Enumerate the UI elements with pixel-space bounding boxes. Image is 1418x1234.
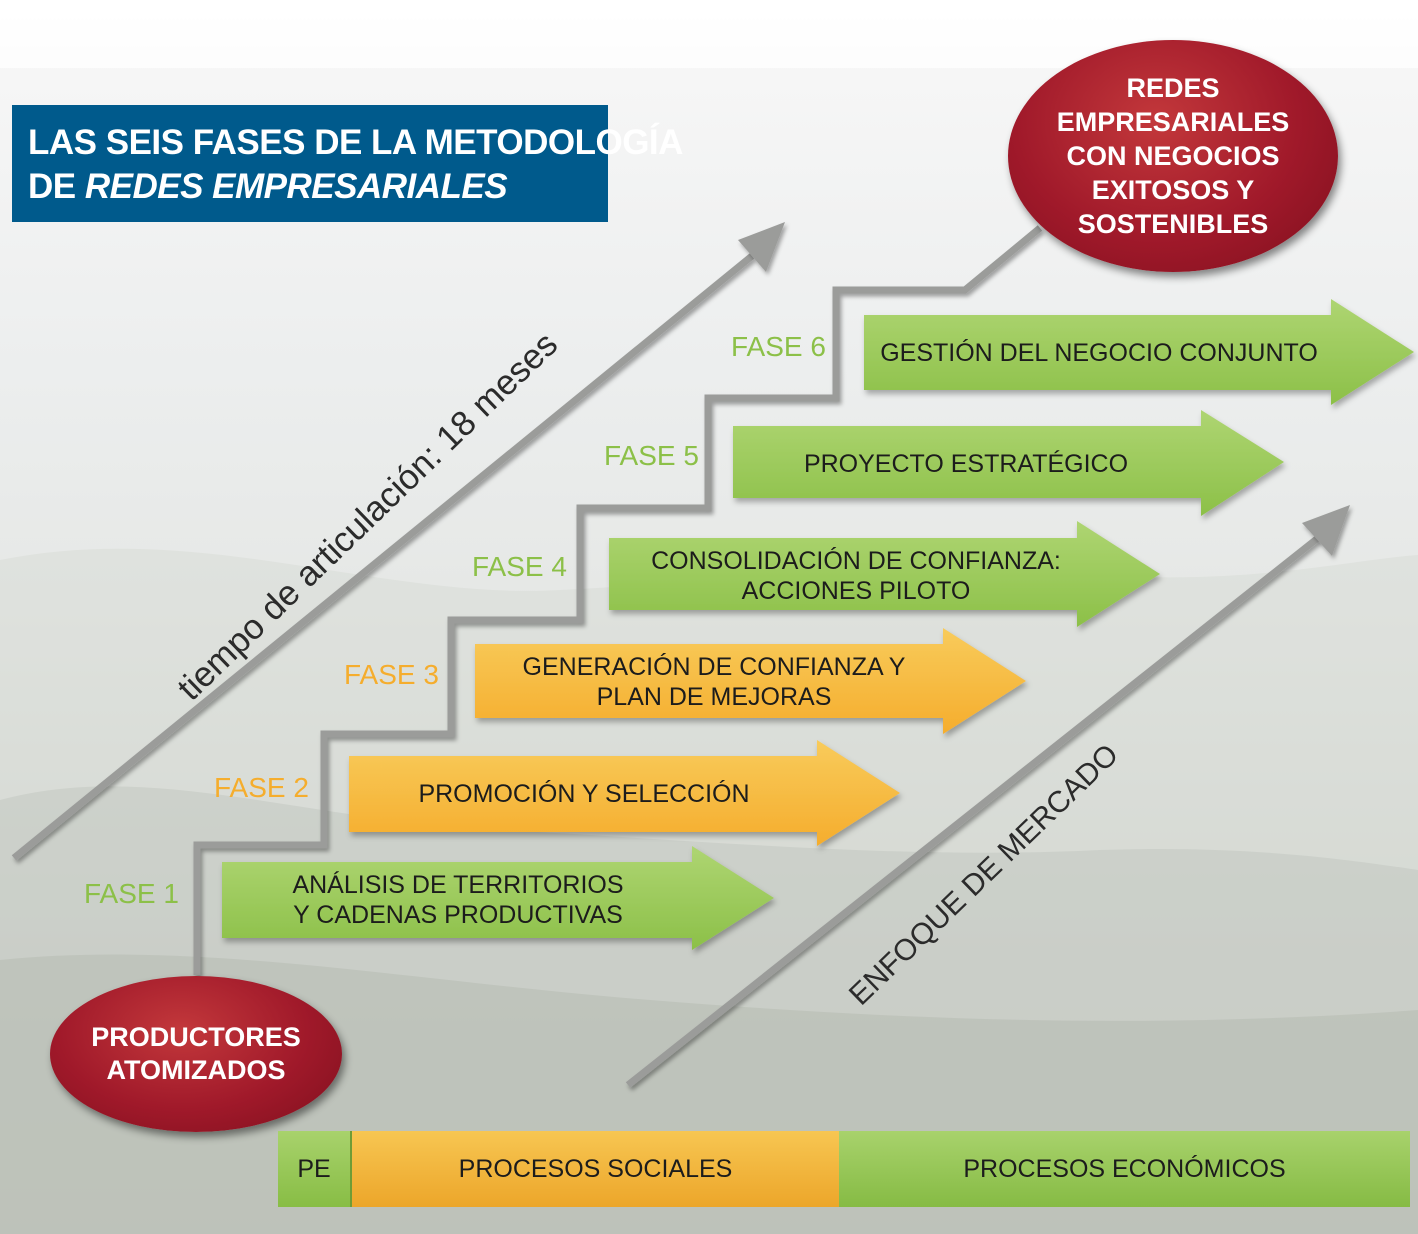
title-line-2: DE REDES EMPRESARIALES <box>28 165 608 209</box>
market-arrow-head <box>1302 505 1350 556</box>
phase-1-label: FASE 1 <box>84 878 179 909</box>
phase-1-arrow <box>222 846 774 950</box>
title-line-1: LAS SEIS FASES DE LA METODOLOGÍA <box>28 123 683 162</box>
goal-line: EMPRESARIALES <box>1056 107 1290 137</box>
phase-6-arrow <box>864 299 1414 405</box>
start-line: ATOMIZADOS <box>106 1055 286 1085</box>
goal-line: REDES <box>1126 73 1220 103</box>
phase-3-arrow <box>475 628 1026 734</box>
phase-5-line: PROYECTO ESTRATÉGICO <box>803 450 1129 478</box>
phase-4-line: CONSOLIDACIÓN DE CONFIANZA: <box>651 547 1061 575</box>
phase-3-label: FASE 3 <box>344 659 439 690</box>
time-arrow-head <box>738 222 785 272</box>
phase-6-label: FASE 6 <box>731 331 826 362</box>
phase-2-text: PROMOCIÓN Y SELECCIÓN <box>349 756 819 832</box>
start-line: PRODUCTORES <box>91 1022 301 1052</box>
phase-4-line: ACCIONES PILOTO <box>741 577 971 605</box>
start-text: PRODUCTORES ATOMIZADOS <box>91 1021 301 1087</box>
goal-line: SOSTENIBLES <box>1077 209 1269 239</box>
phase-2-line: PROMOCIÓN Y SELECCIÓN <box>418 780 750 808</box>
phase-1-line: Y CADENAS PRODUCTIVAS <box>293 901 623 929</box>
phase-5-text: PROYECTO ESTRATÉGICO <box>733 426 1199 502</box>
phase-6-line: GESTIÓN DEL NEGOCIO CONJUNTO <box>880 339 1318 367</box>
start-oval: PRODUCTORES ATOMIZADOS <box>50 976 342 1132</box>
phase-4-text: CONSOLIDACIÓN DE CONFIANZA:ACCIONES PILO… <box>609 538 1103 614</box>
process-bar: PE PROCESOS SOCIALES PROCESOS ECONÓMICOS <box>278 1131 1410 1207</box>
title-box: LAS SEIS FASES DE LA METODOLOGÍA DE REDE… <box>12 105 683 222</box>
phase-2-label: FASE 2 <box>214 772 309 803</box>
phase-3-line: PLAN DE MEJORAS <box>596 683 832 711</box>
phase-4-label: FASE 4 <box>472 551 567 582</box>
goal-line: CON NEGOCIOS <box>1066 141 1280 171</box>
goal-text: REDES EMPRESARIALES CON NEGOCIOS EXITOSO… <box>1057 71 1290 241</box>
phase-3-line: GENERACIÓN DE CONFIANZA Y <box>522 653 906 681</box>
phase-2-arrow <box>349 740 900 846</box>
phase-1-line: ANÁLISIS DE TERRITORIOS <box>292 871 624 899</box>
phase-5-arrow <box>733 410 1284 516</box>
phase-5-label: FASE 5 <box>604 440 699 471</box>
process-social: PROCESOS SOCIALES <box>352 1131 839 1207</box>
title-line-2-prefix: DE <box>28 167 85 206</box>
staircase-line <box>193 225 1043 975</box>
goal-oval: REDES EMPRESARIALES CON NEGOCIOS EXITOSO… <box>1008 40 1338 272</box>
phase-6-text: GESTIÓN DEL NEGOCIO CONJUNTO <box>864 315 1334 391</box>
time-arrow-line <box>11 253 755 861</box>
phase-4-arrow <box>609 521 1160 627</box>
process-economic: PROCESOS ECONÓMICOS <box>839 1131 1410 1207</box>
title-line-2-emphasis: REDES EMPRESARIALES <box>84 167 508 206</box>
goal-line: EXITOSOS Y <box>1091 175 1255 205</box>
market-arrow-line <box>625 535 1321 1088</box>
process-pe: PE <box>278 1131 352 1207</box>
